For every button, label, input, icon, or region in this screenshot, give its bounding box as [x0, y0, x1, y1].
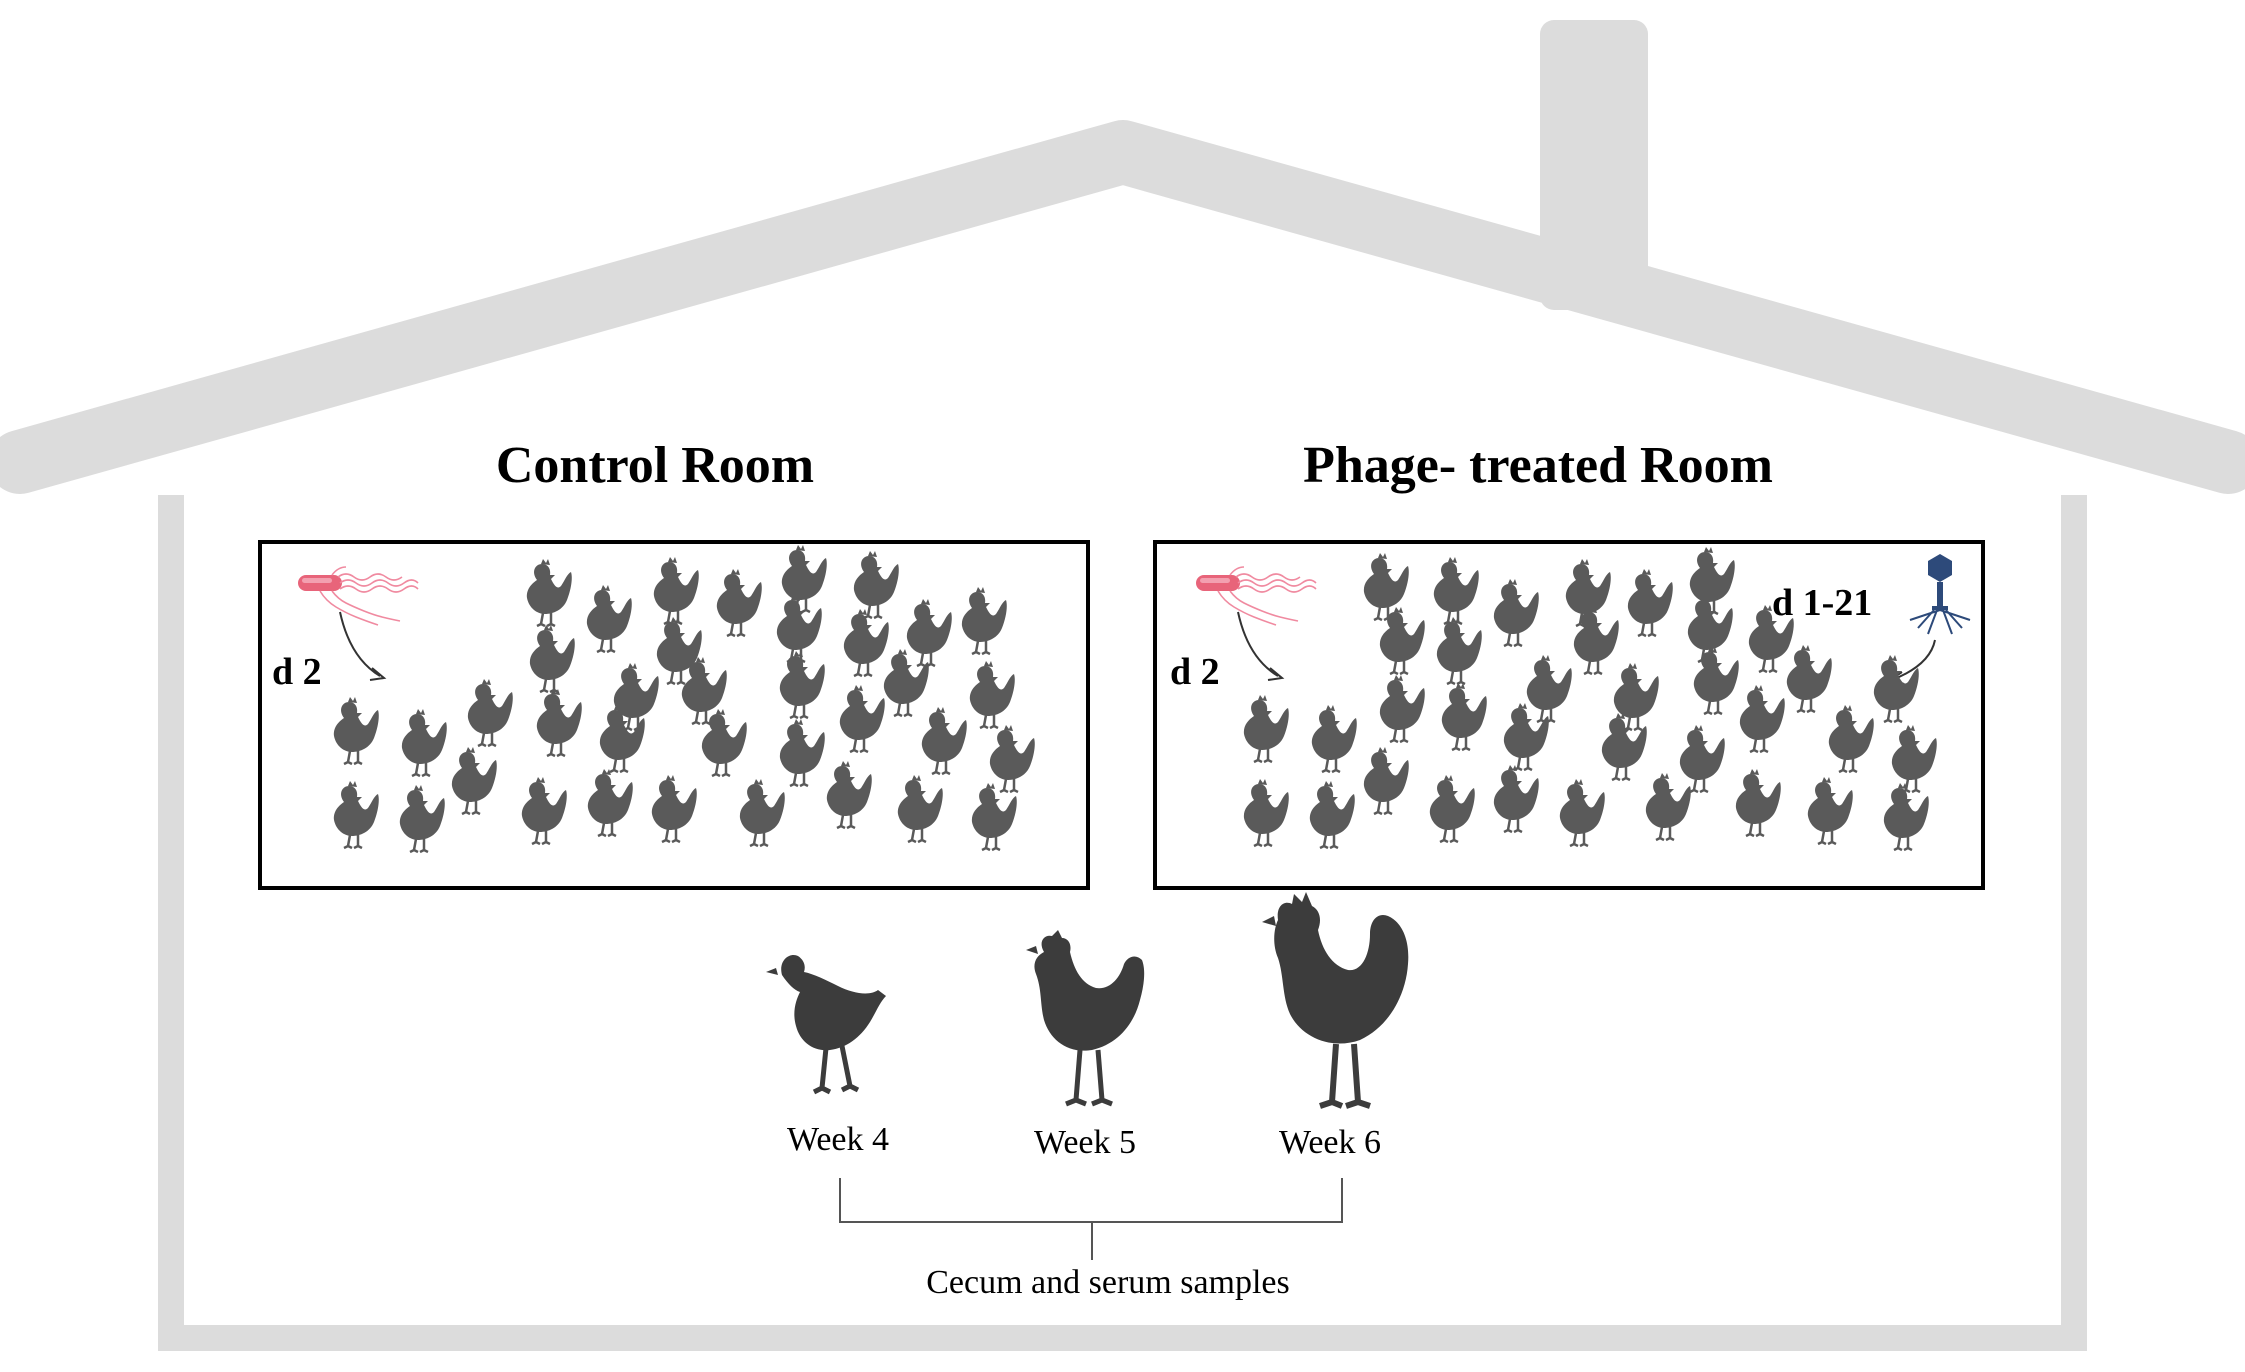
phage-room-title: Phage- treated Room: [1303, 437, 1773, 494]
rooster-icon: [1262, 892, 1409, 1109]
house-outline: [0, 20, 2245, 1351]
sampling-label: Cecum and serum samples: [926, 1264, 1290, 1301]
week-label: Week 5: [1034, 1124, 1136, 1161]
hen-icon: [1026, 930, 1145, 1107]
sampling-bracket: [839, 1178, 1343, 1260]
phage-treatment-label: d 1-21: [1772, 582, 1872, 624]
phage-challenge-label: d 2: [1170, 651, 1220, 693]
control-room-title: Control Room: [496, 437, 814, 494]
week-label: Week 4: [787, 1121, 889, 1158]
control-challenge-label: d 2: [272, 651, 322, 693]
challenge-arrow: [1237, 611, 1279, 677]
week-label: Week 6: [1279, 1124, 1381, 1161]
bacteriophage-icon: [1909, 554, 1971, 635]
chick-icon: [766, 954, 886, 1095]
challenge-arrow: [339, 611, 381, 677]
